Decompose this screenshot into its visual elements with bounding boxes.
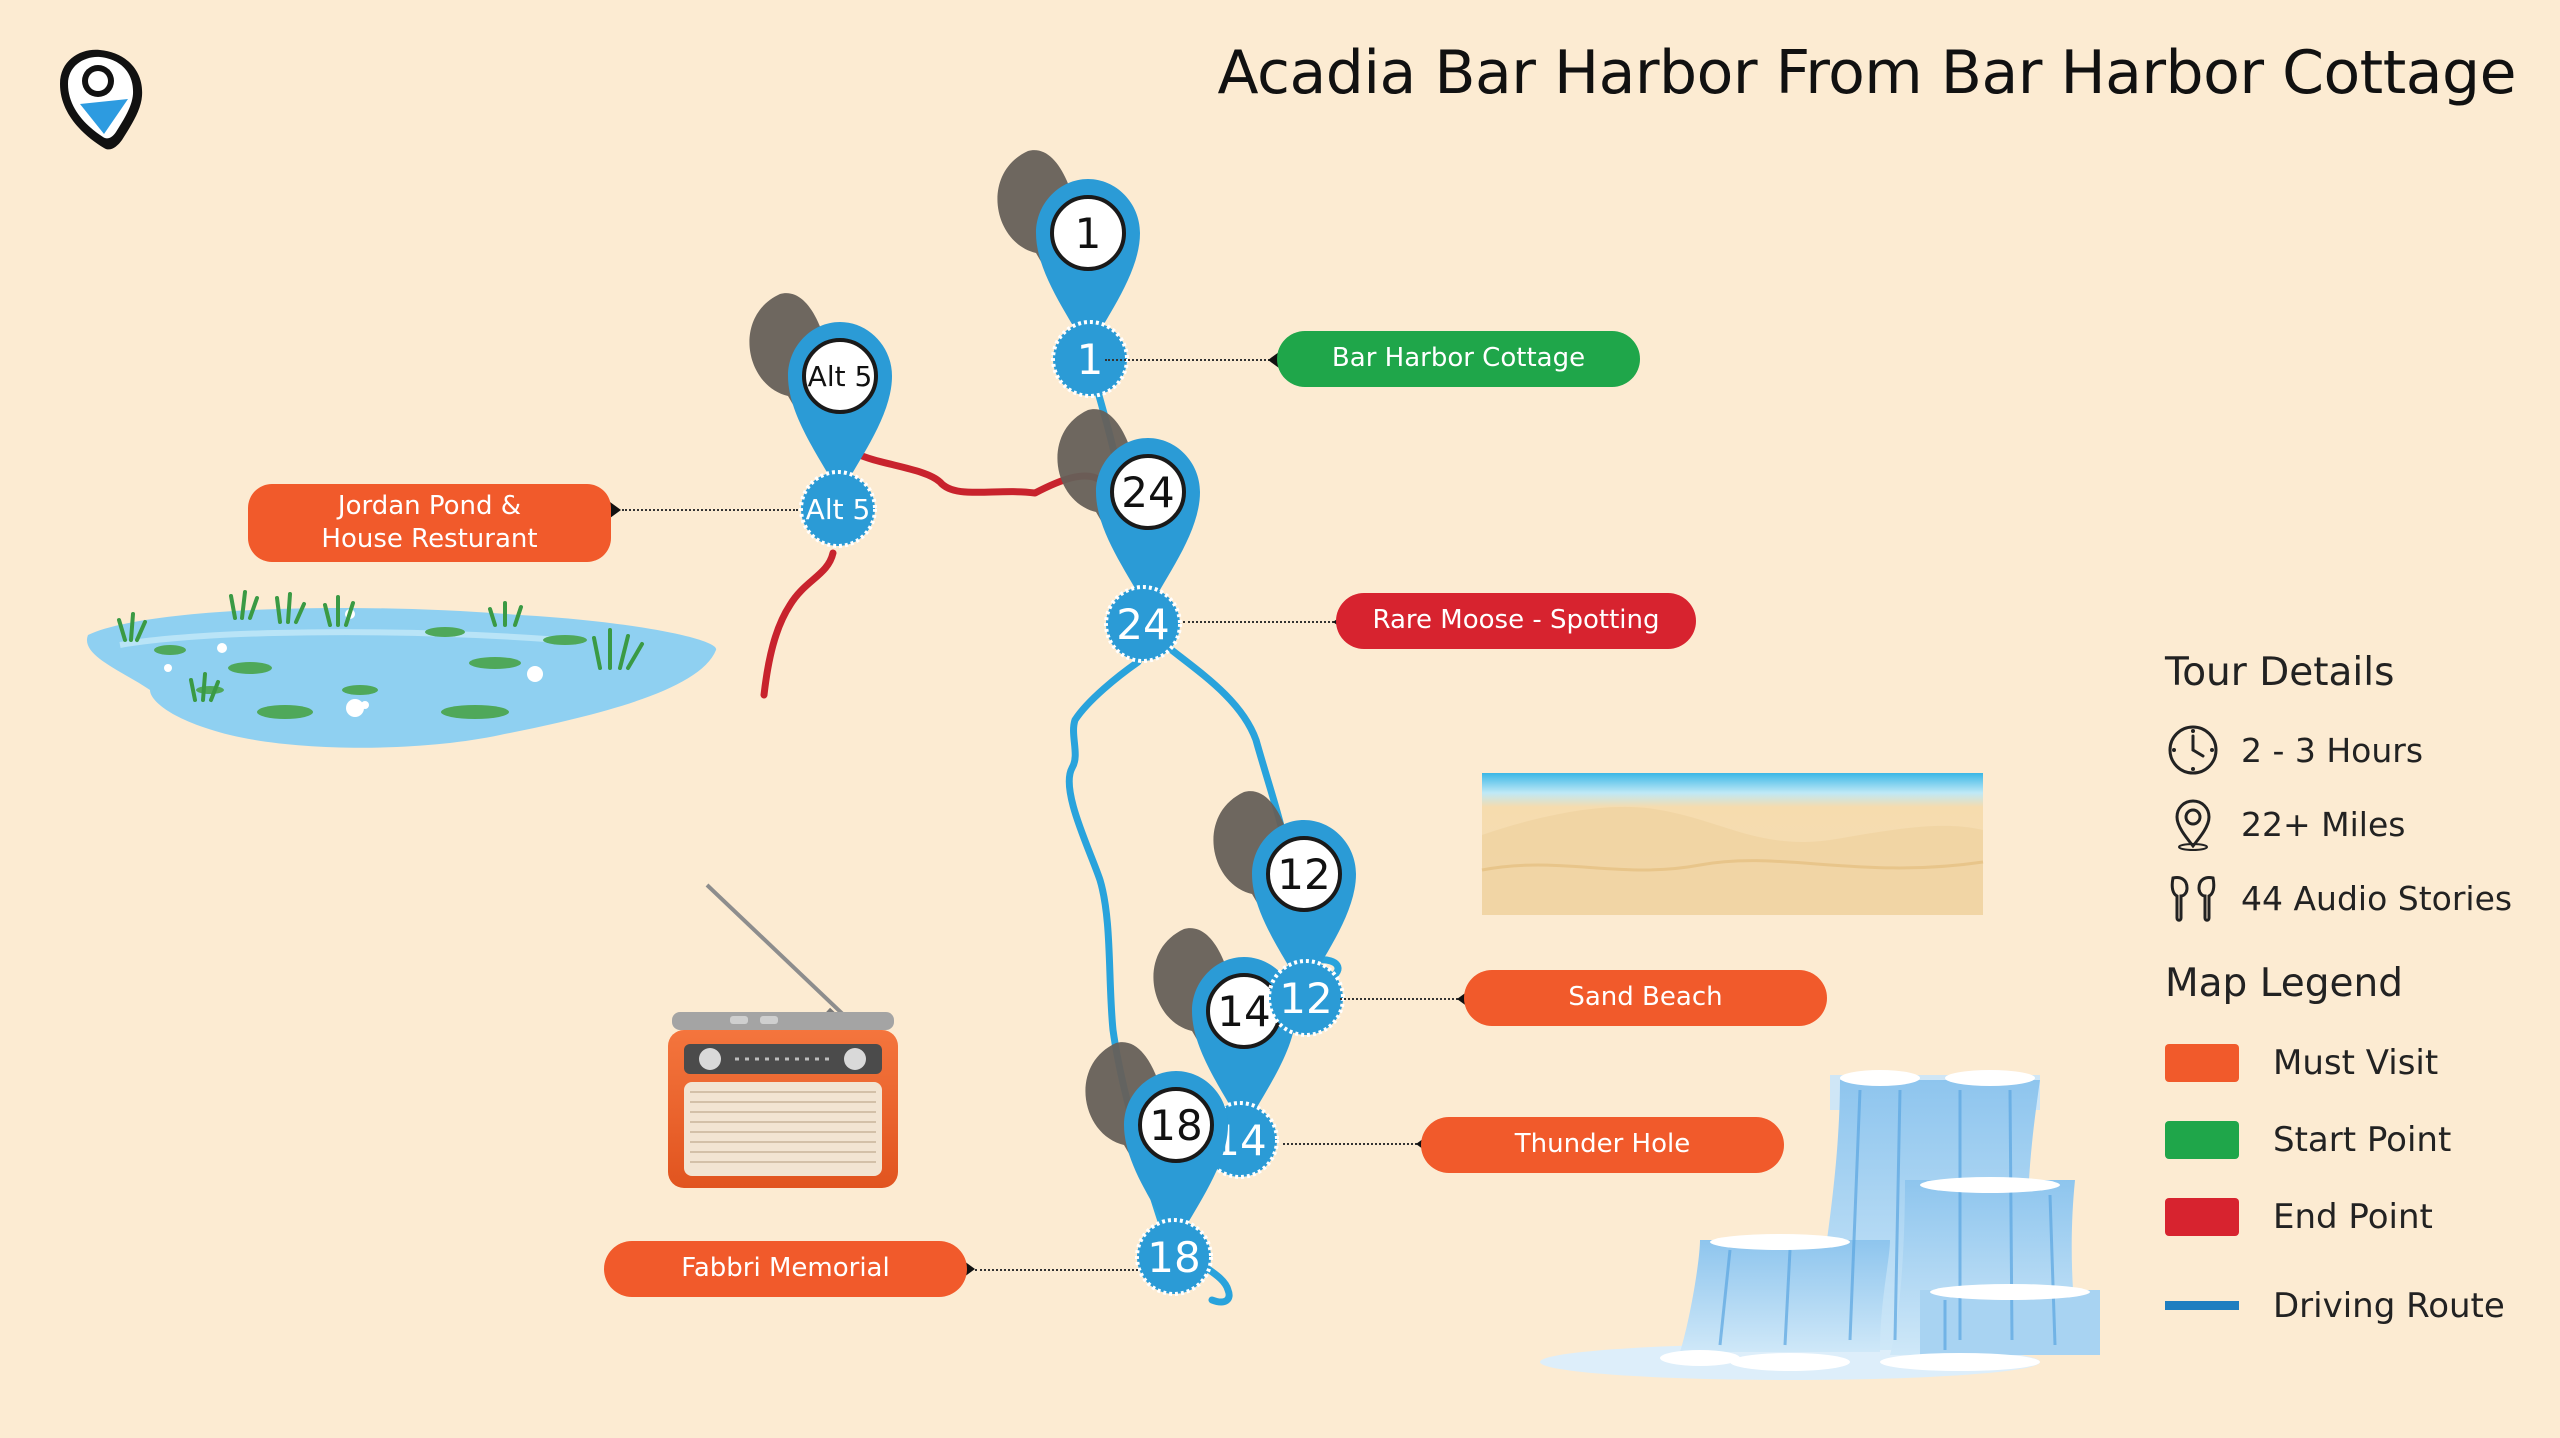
pin-head xyxy=(1138,1087,1214,1163)
info-panel: Tour Details 2 - 3 Hours 22+ Miles 44 Au… xyxy=(2165,650,2545,1344)
stop-badge-label: Alt 5 xyxy=(806,493,871,526)
label-sand-beach[interactable]: Sand Beach xyxy=(1464,970,1827,1026)
label-fabbri-memorial[interactable]: Fabbri Memorial xyxy=(604,1241,967,1297)
legend-swatch-must-visit xyxy=(2165,1043,2239,1082)
tour-detail-audio: 44 Audio Stories xyxy=(2165,861,2545,935)
legend-item-start-point: Start Point xyxy=(2165,1101,2545,1178)
radio-illustration xyxy=(668,883,898,1188)
connector-sand-beach xyxy=(1340,998,1462,1000)
stop-badge[interactable] xyxy=(1104,585,1182,663)
pin-head xyxy=(802,338,878,414)
stop-badge-label: 24 xyxy=(1116,600,1169,649)
page-title: Acadia Bar Harbor From Bar Harbor Cottag… xyxy=(1217,38,2516,108)
legend-label-driving-route: Driving Route xyxy=(2273,1285,2505,1326)
tour-detail-audio-text: 44 Audio Stories xyxy=(2241,878,2513,918)
pin-label: 24 xyxy=(1121,468,1174,517)
tour-details-heading: Tour Details xyxy=(2165,650,2395,695)
legend-label-end-point: End Point xyxy=(2273,1196,2433,1237)
map-legend-heading: Map Legend xyxy=(2165,961,2403,1006)
connector-bar-harbor xyxy=(1105,359,1273,361)
pin-label: 1 xyxy=(1075,209,1102,258)
tour-detail-duration: 2 - 3 Hours xyxy=(2165,713,2545,787)
legend-swatch-start-point xyxy=(2165,1120,2239,1159)
arrow-jordan-pond xyxy=(610,502,621,518)
map-pin-start[interactable]: 11 xyxy=(997,150,1140,398)
connector-fabbri xyxy=(975,1269,1138,1271)
legend-label-start-point: Start Point xyxy=(2273,1119,2452,1160)
legend-item-driving-route: Driving Route xyxy=(2165,1267,2545,1344)
connector-jordan-pond xyxy=(622,509,798,511)
pond-illustration xyxy=(86,590,717,748)
pin-head xyxy=(1266,836,1342,912)
arrow-sand-beach xyxy=(1457,991,1468,1007)
tour-detail-distance-text: 22+ Miles xyxy=(2241,804,2406,844)
location-pin-icon xyxy=(2175,799,2211,851)
label-jordan-pond-line2: House Resturant xyxy=(321,524,538,554)
connector-thunder-hole xyxy=(1283,1143,1421,1145)
label-bar-harbor-cottage[interactable]: Bar Harbor Cottage xyxy=(1277,331,1640,387)
stop-badge[interactable] xyxy=(1135,1218,1213,1296)
arrow-fabbri xyxy=(964,1261,975,1277)
tour-detail-duration-text: 2 - 3 Hours xyxy=(2241,730,2424,770)
pin-label: 18 xyxy=(1149,1101,1202,1150)
pin-label: Alt 5 xyxy=(808,360,873,393)
map-pin-sand[interactable]: 12 12 xyxy=(1213,791,1356,1037)
pin-label: 14 xyxy=(1217,987,1270,1036)
stop-badge-label: 12 xyxy=(1279,974,1332,1023)
stop-badge-label: 18 xyxy=(1147,1233,1200,1282)
connector-rare-moose xyxy=(1183,621,1338,623)
stop-badge-label: 1 xyxy=(1077,335,1104,384)
clock-icon xyxy=(2168,725,2218,775)
beach-illustration xyxy=(1481,773,1984,915)
map-pin-alt5[interactable]: Alt 5 Alt 5 xyxy=(749,293,892,548)
legend-swatch-end-point xyxy=(2165,1197,2239,1236)
waterfall-illustration xyxy=(1540,1070,2100,1380)
map-pin-moose[interactable]: 24 24 xyxy=(1057,409,1200,663)
legend-item-must-visit: Must Visit xyxy=(2165,1024,2545,1101)
earbuds-icon xyxy=(2170,876,2216,922)
pin-label: 12 xyxy=(1277,850,1330,899)
arrow-bar-harbor xyxy=(1268,352,1279,368)
tour-detail-distance: 22+ Miles xyxy=(2165,787,2545,861)
app-logo xyxy=(60,49,143,150)
legend-item-end-point: End Point xyxy=(2165,1178,2545,1255)
label-rare-moose-spotting[interactable]: Rare Moose - Spotting xyxy=(1336,593,1696,649)
label-thunder-hole[interactable]: Thunder Hole xyxy=(1421,1117,1784,1173)
stop-badge[interactable] xyxy=(799,470,877,548)
legend-label-must-visit: Must Visit xyxy=(2273,1042,2439,1083)
legend-swatch-driving-route xyxy=(2165,1301,2239,1310)
label-jordan-pond-line1: Jordan Pond & xyxy=(337,490,522,521)
pin-head xyxy=(1110,454,1186,530)
label-jordan-pond-house[interactable]: Jordan Pond & House Resturant xyxy=(248,484,611,562)
pin-head xyxy=(1050,195,1126,271)
